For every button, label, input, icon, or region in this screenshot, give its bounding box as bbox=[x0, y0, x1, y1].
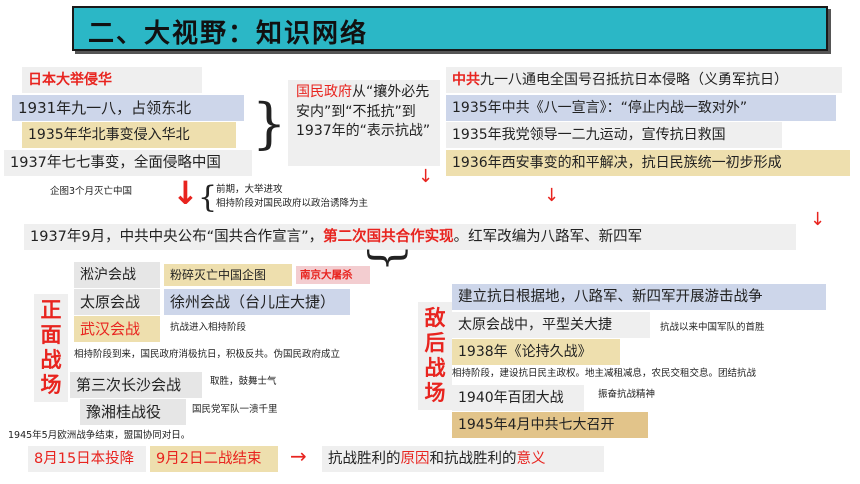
cooperation-prefix: 1937年9月，中共中央公布“国共合作宣言”， bbox=[30, 229, 324, 245]
stage-note-line: 前期，大举进攻 bbox=[216, 184, 283, 195]
cooperation-highlight: 第二次国共合作实现 bbox=[323, 229, 454, 245]
conclusion-cause: 原因 bbox=[400, 451, 430, 467]
pingxingguan-note: 抗战以来中国军队的首胜 bbox=[660, 322, 765, 333]
songhu-note: 粉碎灭亡中国企图 bbox=[164, 264, 292, 286]
stage-note-line: 相持阶段对国民政府以政治诱降为主 bbox=[216, 198, 369, 209]
conclusion-b: 和抗战胜利的 bbox=[429, 451, 517, 467]
ccp-line1: 中共九一八通电全国号召抵抗日本侵略（义勇军抗日） bbox=[446, 67, 842, 93]
front-battle: 淞沪会战 bbox=[74, 262, 160, 288]
page-title: 二、大视野：知识网络 bbox=[88, 19, 369, 49]
cooperation-bar: 1937年9月，中共中央公布“国共合作宣言”，第二次国共合作实现。红军改编为八路… bbox=[24, 224, 796, 250]
front-stalemate-note: 相持阶段到来，国民政府消极抗日，积极反共。伪国民政府成立 bbox=[74, 349, 341, 360]
ccp-item: 1935年中共《八一宣言》：“停止内战一致对外” bbox=[446, 95, 836, 121]
invasion-note: 企图3个月灭亡中国 bbox=[50, 186, 133, 197]
conclusion-meaning: 意义 bbox=[516, 451, 546, 467]
front-battle: 第三次长沙会战 bbox=[70, 372, 202, 398]
ww2-end-box: 9月2日二战结束 bbox=[150, 446, 278, 472]
invasion-item: 1937年七七事变，全面侵略中国 bbox=[4, 150, 252, 176]
front-label: 正面战场 bbox=[34, 294, 68, 402]
front-battle: 太原会战 bbox=[74, 289, 160, 315]
ccp-item: 1935年我党领导一二九运动，宣传抗日救国 bbox=[446, 122, 782, 148]
rear-item: 太原会战中，平型关大捷 bbox=[452, 312, 650, 338]
yuxianggui-note: 国民党军队一溃千里 bbox=[192, 404, 278, 415]
ccp-item: 1936年西安事变的和平解决，抗日民族统一初步形成 bbox=[446, 150, 850, 176]
right-brace: } bbox=[252, 92, 287, 155]
ccp-rest: 九一八通电全国号召抵抗日本侵略（义勇军抗日） bbox=[480, 72, 788, 88]
right-arrow-icon: → bbox=[290, 444, 307, 468]
wuhan-note: 抗战进入相持阶段 bbox=[170, 322, 247, 333]
left-brace: { bbox=[198, 180, 218, 215]
front-battle: 豫湘桂战役 bbox=[80, 399, 186, 425]
gmd-box: 国民政府从“攘外必先安内”到“不抵抗”到1937年的“表示抗战” bbox=[288, 80, 440, 166]
rear-item: 建立抗日根据地，八路军、新四军开展游击战争 bbox=[452, 284, 826, 310]
conclusion-a: 抗战胜利的 bbox=[328, 451, 401, 467]
victory-conclusion: 抗战胜利的原因和抗战胜利的意义 bbox=[322, 446, 604, 472]
invasion-heading: 日本大举侵华 bbox=[22, 67, 202, 93]
rear-stalemate-note: 相持阶段，建设抗日民主政权。地主减租减息，农民交租交息。团结抗战 bbox=[452, 368, 757, 379]
surrender-box: 8月15日本投降 bbox=[28, 446, 146, 472]
rear-item: 1938年《论持久战》 bbox=[452, 339, 620, 365]
nanjing-massacre: 南京大屠杀 bbox=[296, 266, 370, 284]
front-battle: 武汉会战 bbox=[74, 316, 160, 342]
gmd-lead: 国民政府 bbox=[296, 84, 352, 100]
down-arrow-icon: ↓ bbox=[810, 209, 826, 230]
title-bar: 二、大视野：知识网络 bbox=[72, 6, 828, 51]
down-arrow-icon: ↓ bbox=[418, 166, 434, 187]
gmd-rest: 从“攘外必先安内”到“不抵抗”到1937年的“表示抗战” bbox=[296, 84, 431, 139]
baituan-note: 振奋抗战精神 bbox=[598, 389, 656, 400]
europe-note: 1945年5月欧洲战争结束，盟国协同对日。 bbox=[8, 430, 191, 441]
rear-label: 敌后战场 bbox=[418, 302, 452, 410]
ccp-lead: 中共 bbox=[452, 72, 480, 88]
down-brace: } bbox=[363, 244, 414, 272]
changsha-note: 取胜，鼓舞士气 bbox=[210, 376, 277, 387]
down-arrow-icon: ↓ bbox=[172, 174, 199, 212]
invasion-item: 1935年华北事变侵入华北 bbox=[22, 122, 236, 148]
rear-item: 1940年百团大战 bbox=[452, 385, 584, 411]
xuzhou-battle: 徐州会战（台儿庄大捷） bbox=[164, 289, 350, 315]
rear-item: 1945年4月中共七大召开 bbox=[452, 412, 648, 438]
down-arrow-icon: ↓ bbox=[544, 185, 560, 206]
cooperation-suffix: 。红军改编为八路军、新四军 bbox=[453, 229, 643, 245]
invasion-item: 1931年九一八，占领东北 bbox=[12, 95, 244, 121]
